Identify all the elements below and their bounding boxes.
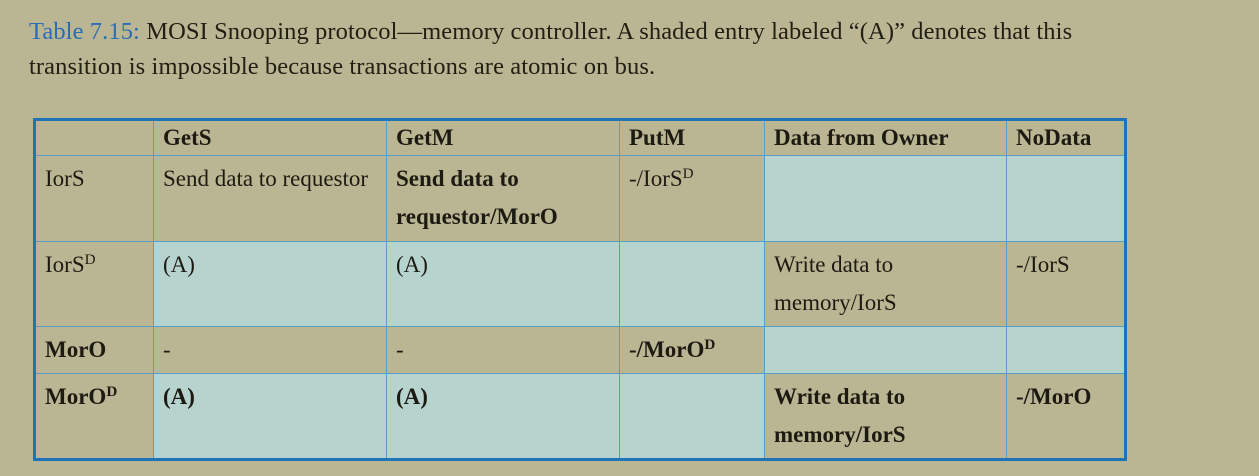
header-cell-getm: GetM — [386, 119, 620, 156]
state-cell: MorOD — [34, 373, 154, 460]
table-cell — [1006, 155, 1126, 242]
table-row: MorO - - -/MorOD — [34, 326, 1126, 374]
state-label: MorO — [45, 384, 107, 409]
cell-text: -/MorO — [1016, 384, 1092, 409]
table-cell: -/IorS — [1006, 241, 1126, 327]
state-cell: IorS — [34, 155, 154, 242]
table-cell: (A) — [153, 373, 387, 460]
table-cell — [764, 326, 1007, 374]
header-cell-putm: PutM — [619, 119, 765, 156]
header-cell-state — [34, 119, 154, 156]
state-superscript: D — [106, 383, 118, 401]
cell-text: - — [163, 337, 171, 362]
table-cell: -/MorO — [1006, 373, 1126, 460]
cell-text: (A) — [396, 252, 428, 277]
table-cell: - — [386, 326, 620, 374]
header-cell-nodata: NoData — [1006, 119, 1126, 156]
cell-text: - — [396, 337, 404, 362]
cell-text: Send data to requestor/MorO — [396, 166, 558, 229]
table-cell: Write data to memory/IorS — [764, 373, 1007, 460]
table-cell: Send data to requestor/MorO — [386, 155, 620, 242]
state-label: MorO — [45, 337, 107, 362]
state-cell: MorO — [34, 326, 154, 374]
table-caption: Table 7.15: MOSI Snooping protocol—memor… — [29, 14, 1139, 84]
header-cell-gets: GetS — [153, 119, 387, 156]
table-row: MorOD (A) (A) Write data to memory/IorS -/Mo… — [34, 373, 1126, 460]
caption-label: Table 7.15: — [29, 18, 140, 45]
cell-text: (A) — [163, 384, 195, 409]
cell-text: -/IorS — [1016, 252, 1070, 277]
table-cell: -/MorOD — [619, 326, 765, 374]
table-cell — [1006, 326, 1126, 374]
caption-text: MOSI Snooping protocol—memory controller… — [29, 18, 1073, 80]
cell-text: -/IorS — [629, 166, 683, 191]
cell-text: Write data to memory/IorS — [774, 252, 897, 315]
state-label: IorS — [45, 252, 85, 277]
table-row: IorSD (A) (A) Write data to memory/IorS -/Io… — [34, 241, 1126, 327]
state-superscript: D — [84, 251, 96, 269]
table-cell — [619, 241, 765, 327]
cell-superscript: D — [682, 165, 694, 183]
table-cell: (A) — [386, 241, 620, 327]
cell-text: (A) — [396, 384, 428, 409]
table-cell: Write data to memory/IorS — [764, 241, 1007, 327]
state-label: IorS — [45, 166, 85, 191]
table-cell: -/IorSD — [619, 155, 765, 242]
table-cell: (A) — [386, 373, 620, 460]
cell-text: (A) — [163, 252, 195, 277]
header-cell-data-from-owner: Data from Owner — [764, 119, 1007, 156]
table-cell: - — [153, 326, 387, 374]
cell-superscript: D — [704, 336, 716, 354]
cell-text: -/MorO — [629, 337, 705, 362]
table-cell — [764, 155, 1007, 242]
table-cell: Send data to requestor — [153, 155, 387, 242]
table-cell — [619, 373, 765, 460]
table-cell: (A) — [153, 241, 387, 327]
cell-text: Send data to requestor — [163, 166, 369, 191]
table-row: IorS Send data to requestor Send data to r… — [34, 155, 1126, 242]
state-cell: IorSD — [34, 241, 154, 327]
cell-text: Write data to memory/IorS — [774, 384, 906, 447]
